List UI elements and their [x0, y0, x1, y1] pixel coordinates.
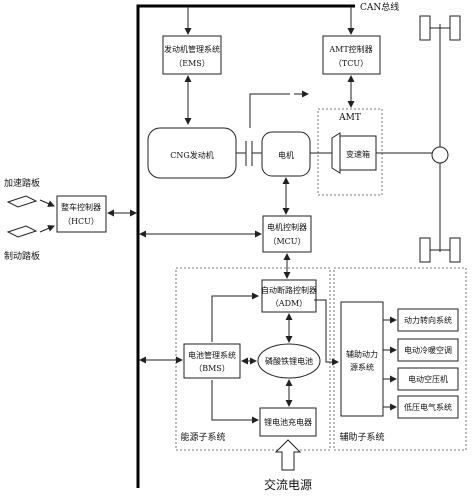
charger-label: 锂电池充电器	[264, 417, 312, 427]
accel-pedal-label: 加速踏板	[4, 177, 40, 189]
engine-control-line	[249, 93, 290, 128]
bms-label-1: 电池管理系统	[188, 350, 236, 360]
adm-label-1: 自动断路控制器	[261, 285, 317, 295]
ac-power-arrow	[274, 439, 302, 471]
wheel-fl	[419, 15, 431, 41]
bms-box	[183, 343, 241, 379]
wheel-rl	[419, 237, 431, 263]
lowvoltage-label: 低压电气系统	[404, 402, 452, 412]
can-bus-line	[136, 4, 355, 488]
aux-power-label-2: 源系统	[350, 362, 374, 372]
steering-label: 动力转向系统	[404, 315, 452, 325]
tcu-label-2: （TCU）	[334, 59, 368, 68]
accel-to-hcu-arrow	[39, 199, 55, 207]
brake-pedal-icon	[6, 225, 38, 238]
differential	[431, 146, 449, 164]
motor-box	[261, 131, 311, 177]
compressor-label: 电动空压机	[408, 374, 448, 384]
bms-label-2: （BMS）	[194, 364, 230, 373]
accel-pedal-icon	[6, 195, 38, 208]
gearbox-box	[339, 135, 377, 171]
battery-aux-arrow	[314, 299, 339, 366]
energy-subsystem-label: 能源子系统	[180, 431, 225, 443]
adm-label-2: （ADM）	[271, 299, 307, 308]
lowvoltage-box	[397, 395, 459, 419]
hcu-label-1: 整车控制器	[61, 202, 101, 212]
amt-label: AMT	[338, 113, 361, 123]
ac-box	[397, 338, 459, 362]
battery-label: 磷酸铁锂电池	[265, 356, 313, 366]
adm-box	[261, 279, 317, 313]
steering-box	[397, 308, 459, 332]
mcu-box	[262, 215, 312, 253]
gearbox-flange	[331, 132, 341, 174]
wheel-rr	[449, 237, 461, 263]
aux-power-label-1: 辅助动力	[346, 349, 378, 359]
can-bus-label: CAN总线	[360, 1, 399, 13]
amt-region	[317, 108, 383, 196]
ac-power-label: 交流电源	[264, 477, 312, 492]
engine-label: CNG发动机	[170, 150, 214, 160]
ems-box	[162, 35, 222, 75]
motor-label: 电机	[278, 150, 294, 160]
bms-adm-arrow	[211, 292, 259, 342]
hcu-box	[56, 195, 107, 233]
wheel-fr	[449, 15, 461, 41]
aux-subsystem-label: 辅助子系统	[339, 431, 384, 443]
ac-label: 电动冷暖空调	[404, 345, 452, 355]
aux-power-box	[340, 301, 384, 417]
charger-box	[259, 407, 317, 437]
tcu-box	[322, 35, 381, 75]
ems-label-1: 发动机管理系统	[164, 44, 220, 54]
battery-ellipse	[257, 343, 321, 379]
hcu-label-2: （HCU）	[63, 217, 99, 226]
tcu-label-1: AMT控制器	[328, 44, 372, 54]
mcu-label-2: （MCU）	[268, 237, 305, 246]
brake-pedal-label: 制动踏板	[4, 250, 40, 262]
ems-label-2: （EMS）	[174, 59, 210, 68]
mcu-label-1: 电机控制器	[267, 222, 307, 232]
bms-charger-arrow	[211, 380, 259, 424]
gearbox-label: 变速箱	[346, 149, 370, 159]
brake-to-hcu-arrow	[39, 225, 55, 233]
compressor-box	[397, 367, 459, 391]
